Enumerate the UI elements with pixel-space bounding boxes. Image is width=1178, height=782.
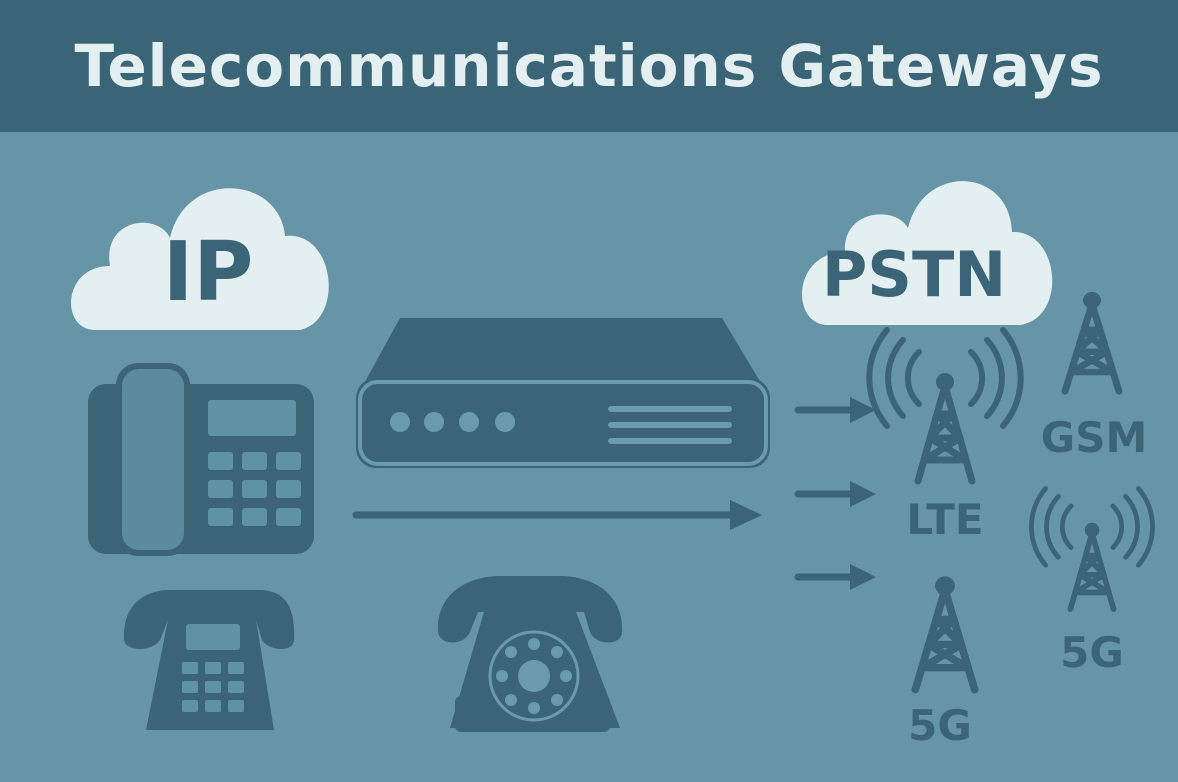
fiveg-bottom-label: 5G: [908, 701, 972, 750]
ip-cloud-icon: [71, 188, 329, 330]
office-phone-icon: [123, 590, 295, 730]
gsm-tower-icon: [1065, 292, 1119, 391]
gsm-label: GSM: [1041, 413, 1148, 462]
lte-label: LTE: [906, 495, 983, 544]
arrow-right-icon: [798, 397, 876, 423]
fiveg-tower-bottom-icon: [915, 576, 974, 689]
title-banner: Telecommunications Gateways: [0, 0, 1178, 132]
rotary-phone-icon: [437, 576, 623, 732]
pstn-cloud-label: PSTN: [822, 238, 1006, 311]
gateway-device-icon: [356, 318, 770, 468]
arrow-right-icon: [798, 564, 876, 590]
arrow-right-icon: [798, 481, 876, 507]
lte-tower-icon: [869, 330, 1020, 481]
desk-phone-icon: [88, 363, 314, 556]
diagram-title: Telecommunications Gateways: [74, 32, 1104, 100]
fiveg-right-label: 5G: [1060, 628, 1124, 677]
gateway-to-network-arrow-icon: [352, 500, 762, 530]
ip-cloud-label: IP: [163, 225, 254, 320]
pstn-cloud-icon: [802, 181, 1053, 325]
fiveg-tower-right-icon: [1031, 488, 1152, 609]
